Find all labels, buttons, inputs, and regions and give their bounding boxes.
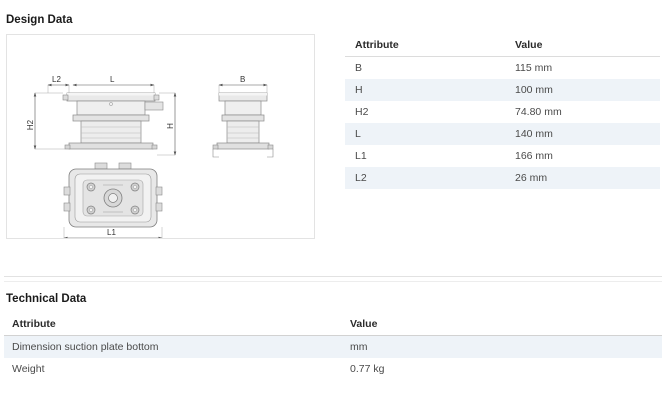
table-header-row: Attribute Value [4,313,662,336]
table-row: H2 74.80 mm [345,101,660,123]
dim-label-b: B [240,75,245,84]
dim-label-h2: H2 [26,119,35,130]
table-header-row: Attribute Value [345,34,660,57]
table-row: H 100 mm [345,79,660,101]
design-value-l1: 166 mm [515,150,553,162]
top-view: L1 [63,162,163,238]
front-view: L2 L H2 H [26,75,177,156]
design-drawing-container: L2 L H2 H [6,34,315,239]
design-value-l2: 26 mm [505,167,660,189]
technical-drawing-svg: L2 L H2 H [26,75,274,238]
design-attr-l: L [345,123,505,145]
technical-attr-dimension-suction-plate-bottom: Dimension suction plate bottom [4,335,342,358]
design-value-h: 100 mm [505,79,660,101]
table-row: B 115 mm [345,57,660,80]
design-attr-l2: L2 [345,167,505,189]
design-value-b: 115 mm [515,62,553,74]
design-attr-l1: L1 [355,150,367,162]
technical-attr-weight: Weight [12,363,45,375]
design-attr-h: H [345,79,505,101]
design-data-table: Attribute Value B 115 mm H 100 mm H2 74.… [345,34,660,189]
technical-value-dimension-suction-plate-bottom: mm [342,335,662,358]
table-row: Weight 0.77 kg [4,358,662,380]
dim-label-h: H [166,123,175,129]
section-divider-bottom [4,281,662,282]
table-row: L 140 mm [345,123,660,145]
technical-value-weight: 0.77 kg [350,363,385,375]
design-data-title: Design Data [6,14,73,26]
table-row: L1 166 mm [345,145,660,167]
design-header-attribute: Attribute [345,34,505,57]
dim-label-l2: L2 [52,75,61,84]
design-attr-b: B [355,62,363,74]
dim-label-l1: L1 [107,228,116,237]
design-header-value: Value [505,34,660,57]
design-value-l: 140 mm [505,123,660,145]
technical-data-table: Attribute Value Dimension suction plate … [4,313,662,380]
table-row: L2 26 mm [345,167,660,189]
technical-header-attribute: Attribute [4,313,342,336]
design-value-h2: 74.80 mm [515,106,562,118]
technical-data-title: Technical Data [6,293,87,305]
dim-label-l: L [110,75,115,84]
technical-header-value: Value [342,313,662,336]
design-attr-h2: H2 [355,106,369,118]
side-view: B [212,75,274,158]
table-row: Dimension suction plate bottom mm [4,335,662,358]
section-divider-top [4,276,662,277]
